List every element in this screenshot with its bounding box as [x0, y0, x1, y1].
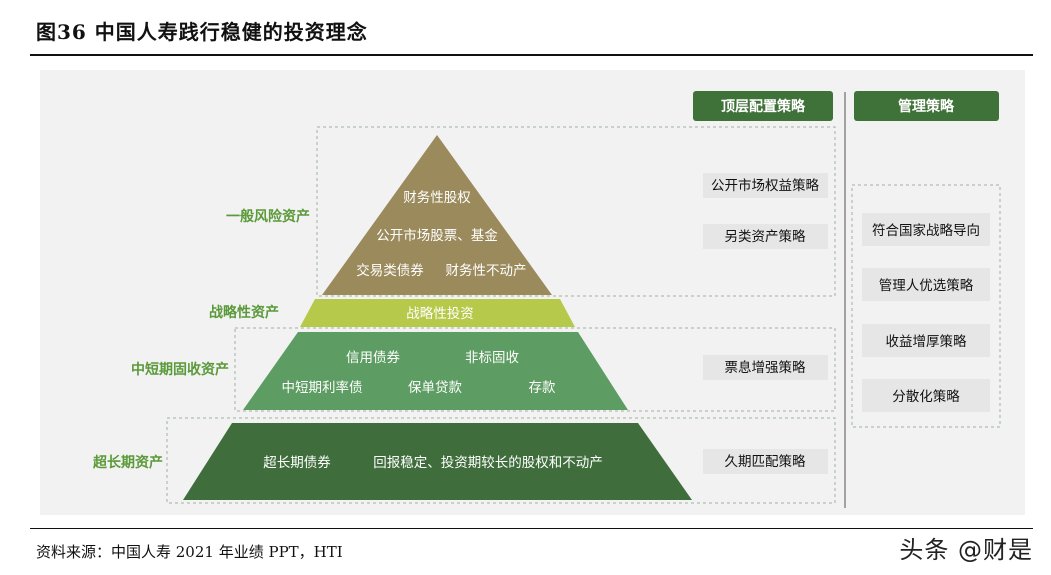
pyramid-item: 财务性股权 [403, 189, 471, 206]
general-risk-layer [322, 135, 552, 295]
management-label: 收益增厚策略 [886, 333, 967, 350]
management-box [862, 379, 990, 412]
management-box [862, 213, 990, 246]
pyramid-item: 存款 [529, 380, 557, 396]
management-header-label: 管理策略 [898, 98, 955, 115]
management-label: 分散化策略 [892, 388, 960, 405]
title-bar: 图36 中国人寿践行稳健的投资理念 [0, 0, 1051, 52]
top-layer-header [693, 91, 833, 121]
watermark: 头条 @财是 [899, 536, 1033, 564]
layer-label-general-risk: 一般风险资产 [226, 208, 310, 225]
pyramid-item: 保单贷款 [408, 380, 462, 396]
title-divider [30, 54, 1033, 56]
mid-short-layer [243, 332, 628, 410]
management-header [854, 91, 999, 121]
ultra-long-dashed-box [166, 417, 836, 504]
general-risk-dashed-box [316, 126, 836, 297]
pyramid-item: 战略性投资 [406, 306, 474, 322]
layer-label-ultra-long: 超长期资产 [92, 454, 163, 471]
strategy-label: 公开市场权益策略 [711, 177, 819, 194]
pyramid-item: 回报稳定、投资期较长的股权和不动产 [373, 454, 603, 471]
mid-short-dashed-box [234, 327, 836, 412]
pyramid-item: 中短期利率债 [282, 379, 363, 396]
pyramid-item: 财务性不动产 [446, 263, 527, 279]
source-note: 资料来源：中国人寿 2021 年业绩 PPT，HTI [36, 543, 343, 561]
pyramid-item: 信用债券 [346, 350, 400, 366]
management-label: 管理人优选策略 [879, 277, 974, 294]
pyramid-item: 交易类债券 [356, 262, 424, 279]
management-dashed-box [851, 184, 1001, 428]
strategy-box [703, 355, 828, 380]
strategy-box [703, 449, 828, 474]
management-box [862, 324, 990, 357]
strategic-layer [300, 299, 575, 327]
layer-label-strategic: 战略性资产 [209, 304, 279, 321]
pyramid-item: 超长期债券 [263, 455, 331, 471]
strategy-label: 票息增强策略 [725, 359, 806, 376]
page-title: 图36 中国人寿践行稳健的投资理念 [36, 20, 368, 44]
strategy-box [703, 224, 828, 249]
management-label: 符合国家战略导向 [872, 222, 980, 239]
footer-divider [30, 528, 1033, 529]
pyramid-item: 非标固收 [465, 350, 519, 366]
ultra-long-layer [183, 423, 692, 500]
strategy-box [703, 173, 828, 198]
pyramid-item: 公开市场股票、基金 [376, 227, 498, 244]
top-layer-header-label: 顶层配置策略 [721, 98, 806, 115]
management-box [862, 268, 990, 301]
strategy-label: 久期匹配策略 [725, 453, 806, 470]
layer-label-mid-short: 中短期固收资产 [131, 361, 229, 378]
strategy-label: 另类资产策略 [725, 228, 806, 245]
